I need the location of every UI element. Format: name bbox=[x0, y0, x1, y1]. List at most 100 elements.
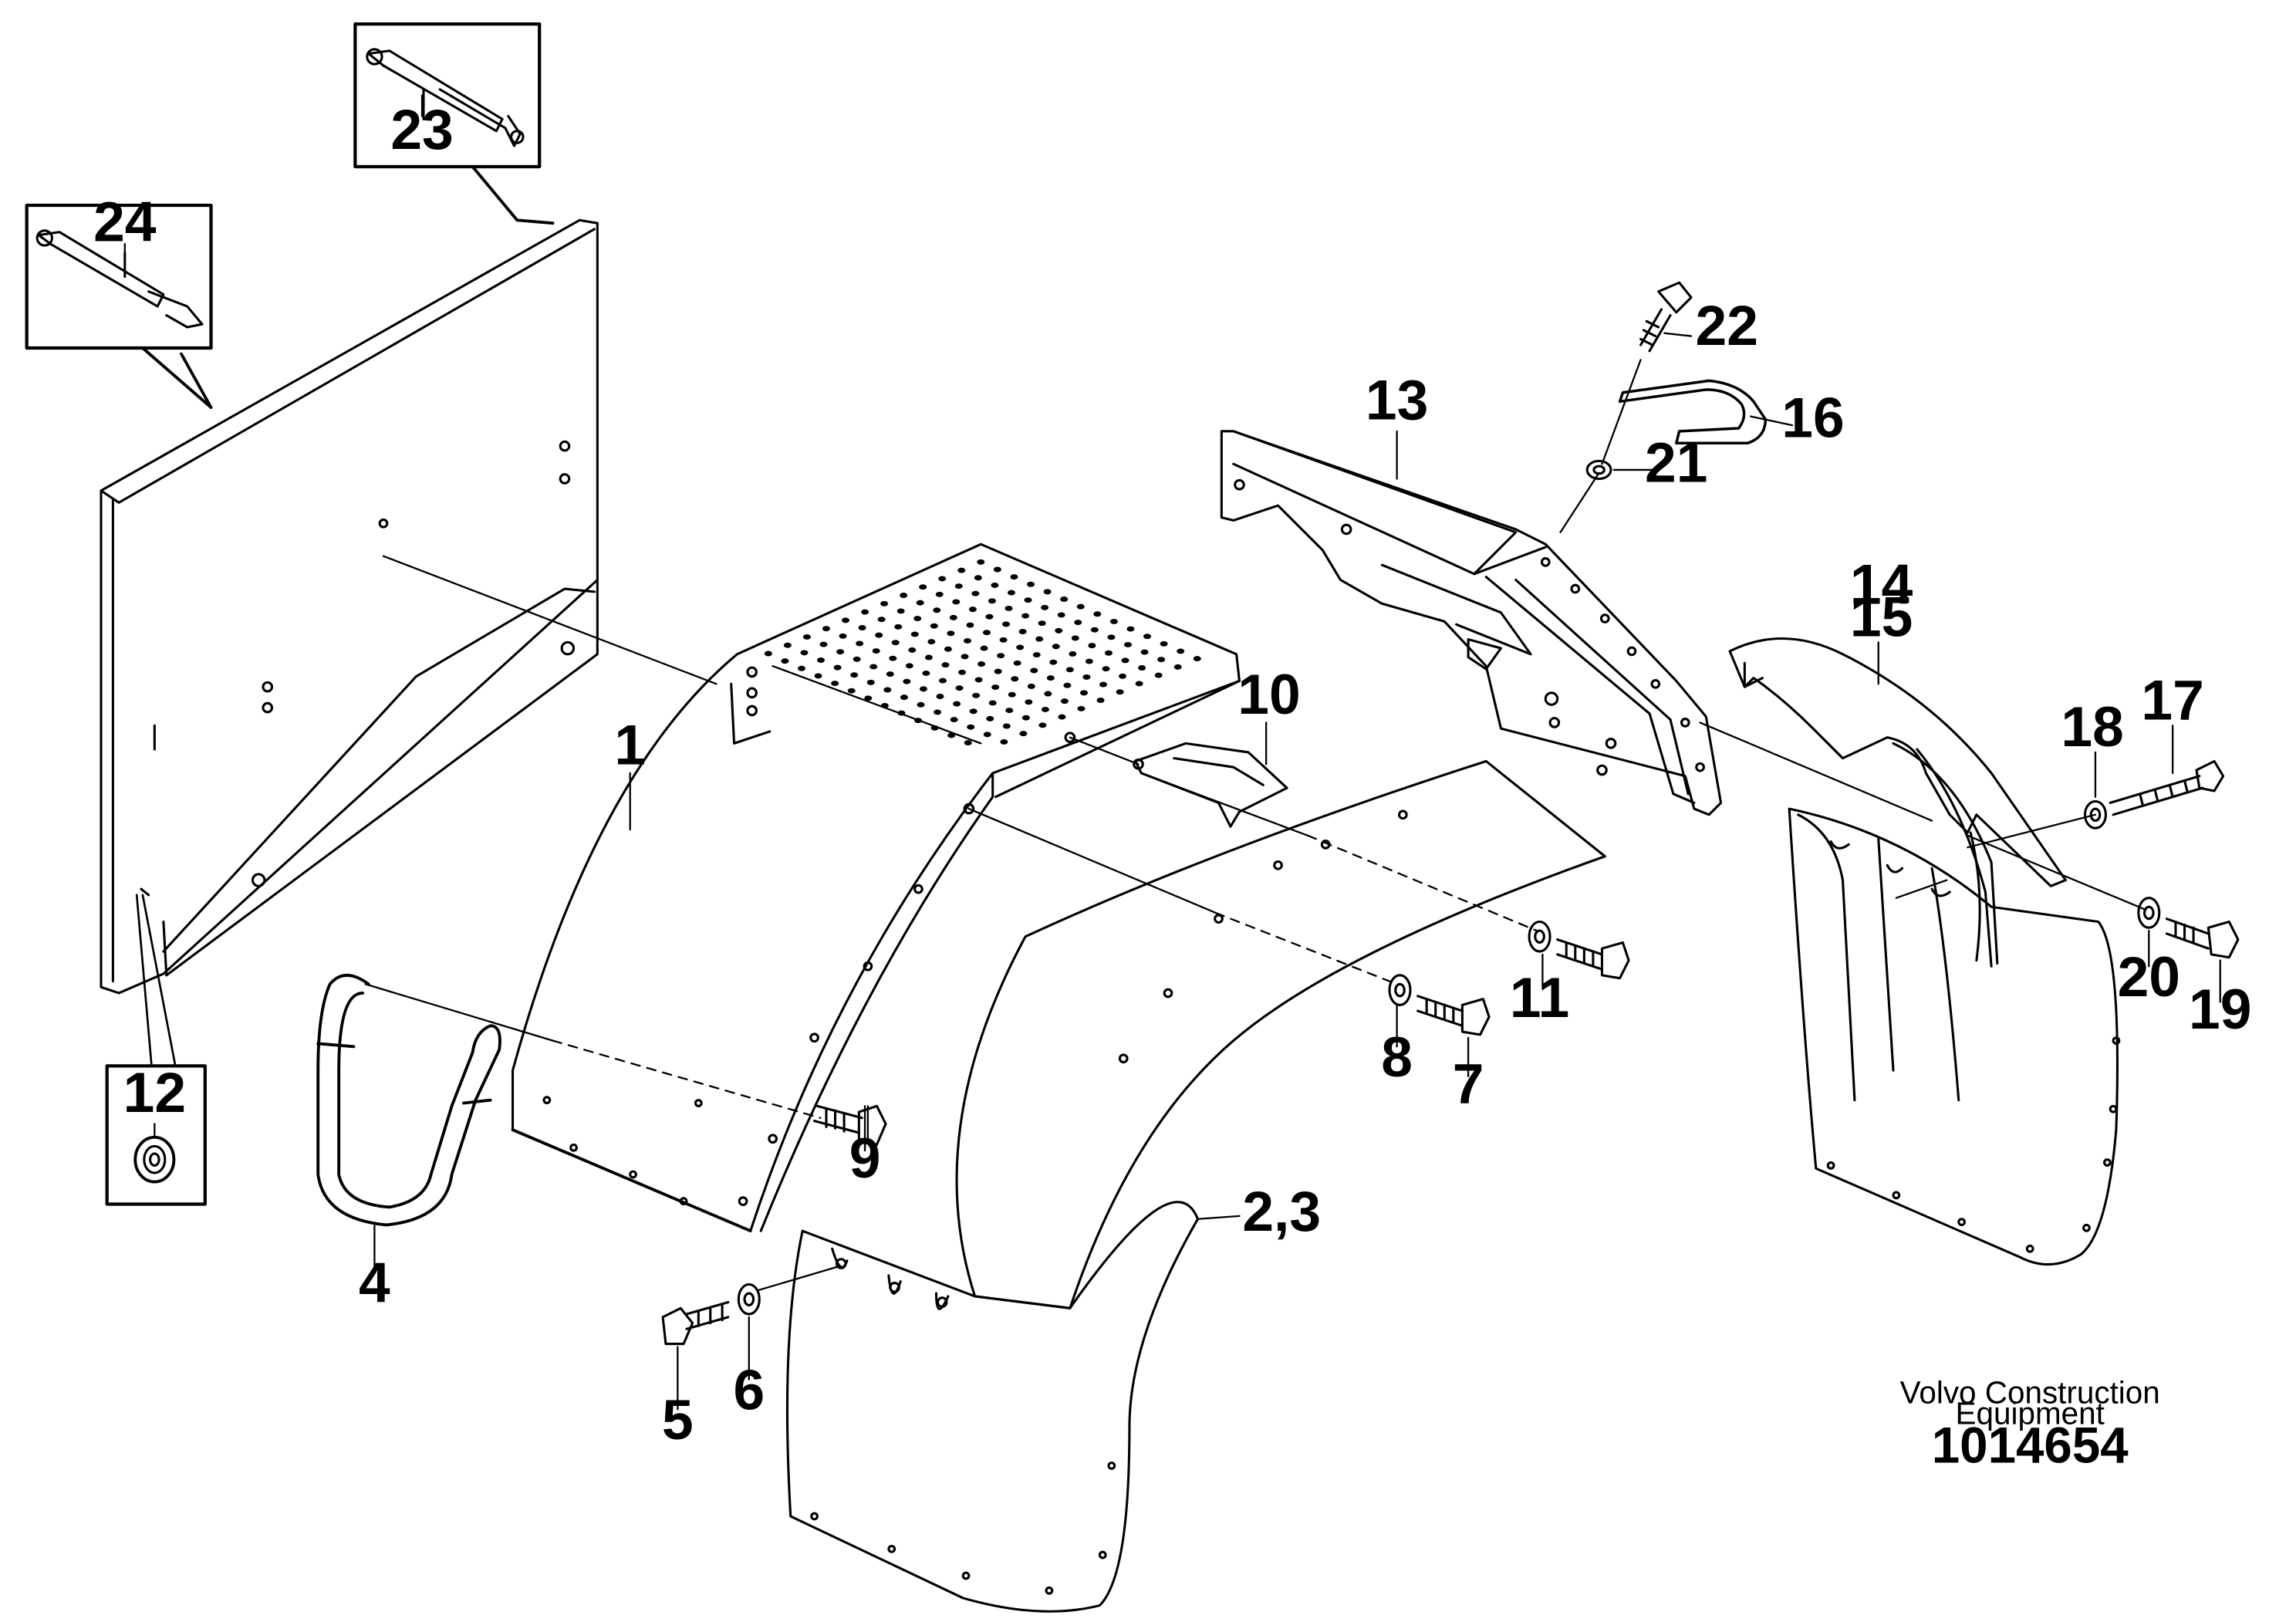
perforation-hole bbox=[1160, 640, 1168, 647]
perforation-hole bbox=[1102, 666, 1110, 672]
perforation-hole bbox=[919, 686, 927, 692]
perforation-hole bbox=[1138, 665, 1146, 671]
perforation-hole bbox=[783, 642, 792, 648]
gas-strut-23-icon bbox=[366, 48, 525, 147]
callout-11: 11 bbox=[1510, 966, 1569, 1029]
screw-7-icon bbox=[1416, 995, 1491, 1036]
callout-18: 18 bbox=[2061, 695, 2123, 759]
perforation-hole bbox=[1043, 589, 1052, 595]
perforation-hole bbox=[997, 653, 1005, 659]
perforation-hole bbox=[842, 617, 850, 623]
grommet-icon bbox=[133, 1135, 176, 1184]
perforation-hole bbox=[1035, 636, 1044, 642]
perforation-hole bbox=[1157, 657, 1166, 663]
washer-18-icon bbox=[2083, 799, 2107, 830]
perforation-hole bbox=[1041, 706, 1049, 712]
perforation-hole bbox=[853, 656, 861, 662]
perforation-hole bbox=[927, 639, 936, 645]
perforation-hole bbox=[1126, 626, 1135, 632]
perforation-hole bbox=[1123, 641, 1133, 647]
perforation-hole bbox=[1019, 731, 1028, 737]
perforation-hole bbox=[1010, 574, 1018, 580]
detail-box-23 bbox=[353, 22, 555, 225]
perforation-hole bbox=[1004, 605, 1013, 611]
callout-15: 15 bbox=[1850, 586, 1913, 649]
callout-5: 5 bbox=[662, 1388, 694, 1451]
washer-21-icon bbox=[1585, 459, 1612, 481]
perforation-hole bbox=[954, 583, 963, 590]
callout-21: 21 bbox=[1645, 431, 1707, 494]
perforation-hole bbox=[1041, 604, 1049, 610]
perforation-hole bbox=[916, 600, 924, 606]
callout-20: 20 bbox=[2118, 945, 2180, 1009]
perforation-hole bbox=[1007, 590, 1015, 596]
perforation-hole bbox=[1109, 618, 1118, 624]
perforation-hole bbox=[1038, 722, 1047, 728]
perforation-hole bbox=[933, 607, 941, 613]
perforation-hole bbox=[944, 646, 952, 652]
perforation-hole bbox=[814, 673, 822, 679]
perforation-hole bbox=[866, 679, 875, 685]
perforation-hole bbox=[1055, 627, 1063, 634]
perforation-hole bbox=[1011, 676, 1019, 682]
perforation-hole bbox=[900, 593, 908, 598]
perforation-hole bbox=[1021, 613, 1030, 619]
leader-lines bbox=[123, 94, 2221, 1411]
perforation-hole bbox=[883, 687, 892, 693]
perforation-hole bbox=[877, 617, 886, 623]
perforation-hole bbox=[1082, 674, 1091, 680]
perforation-grid bbox=[764, 559, 1201, 746]
perforation-hole bbox=[903, 678, 911, 684]
fender-1 bbox=[511, 542, 1241, 1233]
perforation-hole bbox=[1076, 603, 1085, 610]
perforation-hole bbox=[934, 709, 942, 715]
callout-7: 7 bbox=[1453, 1053, 1484, 1116]
callout-17: 17 bbox=[2141, 669, 2203, 732]
perforation-hole bbox=[988, 700, 997, 706]
perforation-hole bbox=[1005, 708, 1014, 714]
perforation-hole bbox=[1177, 648, 1185, 654]
perforation-hole bbox=[1093, 611, 1102, 617]
perforation-hole bbox=[986, 715, 994, 721]
perforation-hole bbox=[864, 695, 873, 701]
perforation-hole bbox=[963, 637, 971, 644]
callout-labels: 1 2,3 4 5 6 7 8 9 10 11 12 13 14 15 16 1… bbox=[93, 98, 2251, 1451]
perforation-hole bbox=[974, 677, 983, 683]
washer-20-icon bbox=[2137, 897, 2161, 929]
perforation-hole bbox=[1069, 650, 1077, 657]
perforation-hole bbox=[917, 701, 925, 708]
perforation-hole bbox=[872, 648, 880, 654]
perforation-hole bbox=[1119, 673, 1127, 679]
perforation-hole bbox=[949, 614, 957, 620]
perforation-hole bbox=[1060, 596, 1069, 602]
perforation-hole bbox=[924, 654, 933, 661]
perforation-hole bbox=[982, 630, 991, 636]
perforation-hole bbox=[1107, 634, 1116, 640]
perforation-hole bbox=[797, 665, 806, 671]
screw-17-icon bbox=[2109, 759, 2225, 816]
callout-4: 4 bbox=[359, 1252, 390, 1315]
perforation-hole bbox=[858, 625, 866, 630]
perforation-hole bbox=[1060, 698, 1069, 705]
perforation-hole bbox=[938, 678, 947, 684]
perforation-hole bbox=[856, 640, 864, 647]
callout-12: 12 bbox=[123, 1061, 186, 1124]
perforation-hole bbox=[935, 591, 944, 597]
perforation-hole bbox=[936, 694, 944, 699]
detail-box-12 bbox=[105, 894, 207, 1206]
callout-6: 6 bbox=[733, 1358, 765, 1421]
perforation-hole bbox=[991, 582, 999, 588]
perforation-hole bbox=[968, 607, 977, 613]
perforation-hole bbox=[991, 684, 1000, 691]
perforation-hole bbox=[886, 671, 894, 678]
bracket-13 bbox=[1220, 430, 1723, 816]
flap-bracket-14-15 bbox=[1728, 637, 2067, 968]
mud-flap bbox=[1788, 807, 2121, 1266]
perforation-hole bbox=[1096, 698, 1105, 703]
perforation-hole bbox=[1024, 597, 1032, 603]
perforation-hole bbox=[764, 650, 772, 657]
perforation-hole bbox=[1121, 657, 1129, 664]
perforation-hole bbox=[977, 661, 986, 667]
perforation-hole bbox=[900, 694, 908, 701]
perforation-hole bbox=[913, 616, 922, 622]
